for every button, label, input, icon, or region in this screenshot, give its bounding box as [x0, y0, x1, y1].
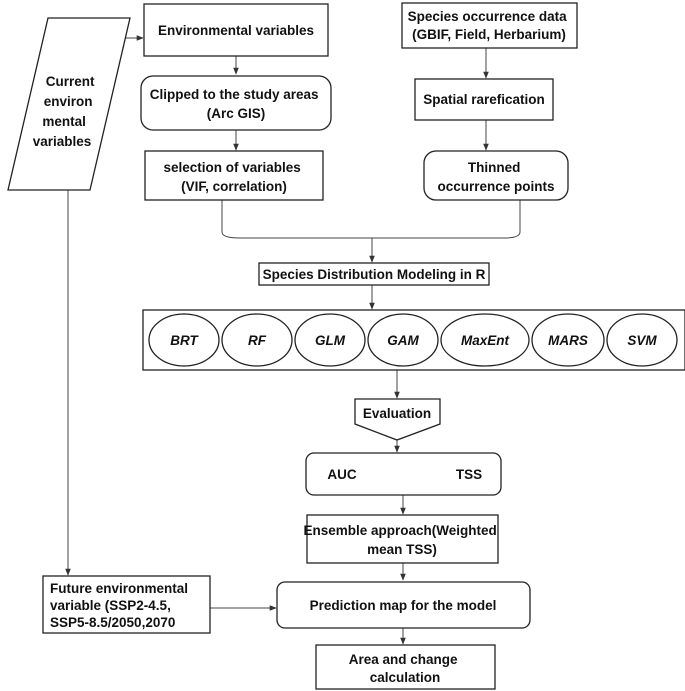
node-thinned: Thinned occurrence points: [423, 150, 569, 201]
model-label: RF: [248, 333, 267, 348]
model-ellipse: [367, 313, 439, 367]
node-label: Spatial rarefication: [423, 92, 545, 107]
node-area-change: Area and change calculation: [315, 644, 496, 690]
node-label: Future environmental variable (SSP2-4.5,…: [50, 581, 192, 630]
model-label: MaxEnt: [461, 333, 510, 348]
node-clipped: Clipped to the study areas (Arc GIS): [140, 75, 332, 131]
model-label: GLM: [315, 333, 346, 348]
model-ellipse: [294, 313, 366, 367]
metric-tss: TSS: [456, 467, 482, 482]
node-evaluation: Evaluation: [354, 398, 441, 441]
model-label: MARS: [548, 333, 588, 348]
metric-auc: AUC: [327, 467, 356, 482]
node-label: Thinned occurrence points: [437, 160, 554, 194]
node-label: Evaluation: [363, 406, 431, 421]
model-ellipse: [606, 313, 678, 367]
models-panel: BRT RF GLM GAM MaxEnt MARS SVM: [142, 309, 685, 371]
model-ellipse: [148, 313, 220, 367]
node-label: selection of variables (VIF, correlation…: [163, 160, 304, 194]
models-group: BRT RF GLM GAM MaxEnt MARS SVM: [148, 313, 678, 367]
model-brt: BRT: [148, 313, 220, 367]
node-sdm: Species Distribution Modeling in R: [258, 262, 490, 286]
node-future-env: Future environmental variable (SSP2-4.5,…: [42, 575, 211, 634]
node-ensemble: Ensemble approach(Weighted mean TSS): [303, 514, 500, 564]
model-glm: GLM: [294, 313, 366, 367]
node-label: Clipped to the study areas (Arc GIS): [150, 87, 323, 121]
node-current-env: Current environ mental variables: [7, 17, 131, 191]
model-ellipse: [221, 313, 293, 367]
model-label: GAM: [387, 333, 419, 348]
model-svm: SVM: [606, 313, 678, 367]
model-ellipse: [440, 313, 530, 367]
node-metrics: AUC TSS: [305, 452, 502, 496]
node-label: Current environ mental variables: [33, 74, 99, 149]
connectors: [65, 35, 521, 645]
model-label: SVM: [627, 333, 657, 348]
node-label: Environmental variables: [158, 23, 314, 38]
model-mars: MARS: [531, 313, 605, 367]
model-ellipse: [531, 313, 605, 367]
node-selection: selection of variables (VIF, correlation…: [144, 150, 324, 201]
model-maxent: MaxEnt: [440, 313, 530, 367]
node-prediction: Prediction map for the model: [276, 581, 531, 629]
node-label: Ensemble approach(Weighted mean TSS): [303, 523, 500, 557]
model-gam: GAM: [367, 313, 439, 367]
node-label: Species occurrence data (GBIF, Field, He…: [408, 9, 571, 42]
node-label: Species Distribution Modeling in R: [263, 267, 486, 282]
merge-bracket: [221, 200, 521, 239]
node-label: Area and change calculation: [349, 652, 462, 685]
node-env-vars: Environmental variables: [143, 3, 329, 57]
node-rarefication: Spatial rarefication: [414, 78, 554, 121]
node-occurrence: Species occurrence data (GBIF, Field, He…: [401, 2, 578, 49]
model-rf: RF: [221, 313, 293, 367]
model-label: BRT: [170, 333, 199, 348]
node-label: Prediction map for the model: [310, 598, 497, 613]
